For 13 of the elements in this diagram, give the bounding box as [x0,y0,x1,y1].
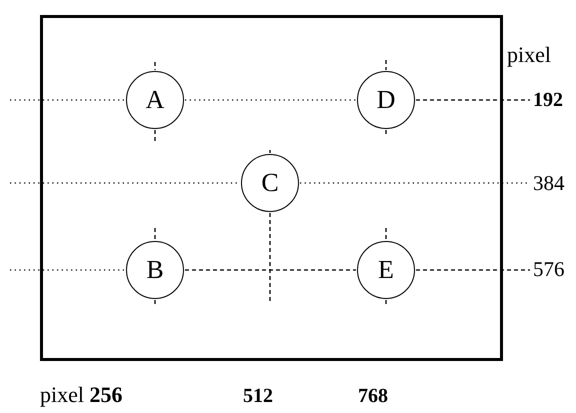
circle-marker: C [241,154,299,212]
circle-marker: D [357,71,415,129]
tick-label: 512 [243,386,273,406]
tick-label: 576 [533,259,564,280]
circle-marker: B [126,241,184,299]
axis-title: pixel [507,44,551,66]
circle-marker: E [357,241,415,299]
axis-label: pixel 256 [40,384,122,406]
frame-box [40,15,503,361]
tick-label: 768 [358,386,388,406]
circle-marker: A [126,71,184,129]
tick-label: 192 [533,90,563,110]
tick-label: 384 [533,173,564,194]
